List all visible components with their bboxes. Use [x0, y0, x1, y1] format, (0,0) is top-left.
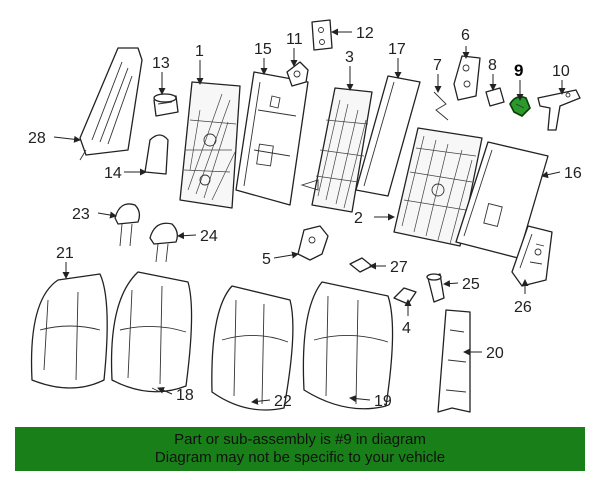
part-19-cushion[interactable] [302, 281, 394, 410]
part-2-right-seatback-frame[interactable] [393, 127, 483, 247]
callout-11: 11 [286, 31, 303, 48]
callout-2: 2 [354, 210, 363, 227]
callout-9-highlighted: 9 [514, 61, 523, 80]
callout-21: 21 [56, 245, 74, 262]
part-12-bracket[interactable] [311, 19, 333, 51]
part-25-pin[interactable] [426, 273, 445, 303]
part-4-clip[interactable] [393, 287, 417, 305]
part-8-clip[interactable] [485, 87, 505, 107]
callout-24: 24 [200, 228, 218, 245]
callout-14: 14 [104, 165, 122, 182]
callout-labels: 1 2 3 4 5 6 7 8 9 10 11 12 13 14 15 16 1… [28, 25, 582, 410]
info-banner-line-1: Part or sub-assembly is #9 in diagram [174, 431, 426, 448]
part-20-strip[interactable] [437, 309, 471, 413]
part-24-headrest[interactable] [149, 222, 178, 263]
part-26-recliner[interactable] [511, 225, 553, 287]
callout-28: 28 [28, 130, 46, 147]
callout-5: 5 [262, 251, 271, 268]
callout-13: 13 [152, 55, 170, 72]
part-22-cushion[interactable] [211, 285, 294, 411]
callout-7: 7 [433, 57, 442, 74]
callout-16: 16 [564, 165, 582, 182]
part-21-left-cushion[interactable] [30, 273, 108, 389]
part-3-center-frame[interactable] [300, 87, 373, 213]
callout-27: 27 [390, 259, 408, 276]
leader-lines [53, 28, 566, 405]
part-27-clip[interactable] [349, 257, 373, 273]
callout-8: 8 [488, 57, 497, 74]
callout-10: 10 [552, 63, 570, 80]
info-banner-line-2: Diagram may not be specific to your vehi… [154, 449, 446, 466]
part-1-left-seatback-frame[interactable] [179, 81, 241, 209]
part-10-bracket[interactable] [537, 89, 581, 131]
part-14-cap[interactable] [144, 134, 169, 175]
part-13-guide-sleeve[interactable] [153, 93, 179, 117]
part-16-rear-panel[interactable] [455, 141, 549, 259]
callout-18: 18 [176, 387, 194, 404]
part-17-side-panel[interactable] [355, 75, 421, 197]
part-11-hinge[interactable] [286, 61, 309, 87]
callout-20: 20 [486, 345, 504, 362]
callout-15: 15 [254, 41, 272, 58]
callout-3: 3 [345, 49, 354, 66]
part-5-bracket[interactable] [297, 225, 329, 261]
callout-22: 22 [274, 393, 292, 410]
callout-6: 6 [461, 27, 470, 44]
callout-26: 26 [514, 299, 532, 316]
callout-17: 17 [388, 41, 406, 58]
callout-1: 1 [195, 43, 204, 60]
part-6-latch[interactable] [453, 55, 481, 101]
callout-19: 19 [374, 393, 392, 410]
callout-12: 12 [356, 25, 374, 42]
part-23-headrest[interactable] [114, 203, 141, 247]
part-28-trim-panel[interactable] [79, 47, 143, 161]
part-7-rod[interactable] [433, 91, 449, 121]
part-18-cushion[interactable] [110, 271, 193, 393]
parts-diagram: 1 2 3 4 5 6 7 8 9 10 11 12 13 14 15 16 1… [28, 19, 582, 413]
info-banner: Part or sub-assembly is #9 in diagram Di… [15, 427, 585, 471]
callout-4: 4 [402, 320, 411, 337]
callout-23: 23 [72, 206, 90, 223]
part-15-back-panel[interactable] [235, 71, 309, 206]
callout-25: 25 [462, 276, 480, 293]
